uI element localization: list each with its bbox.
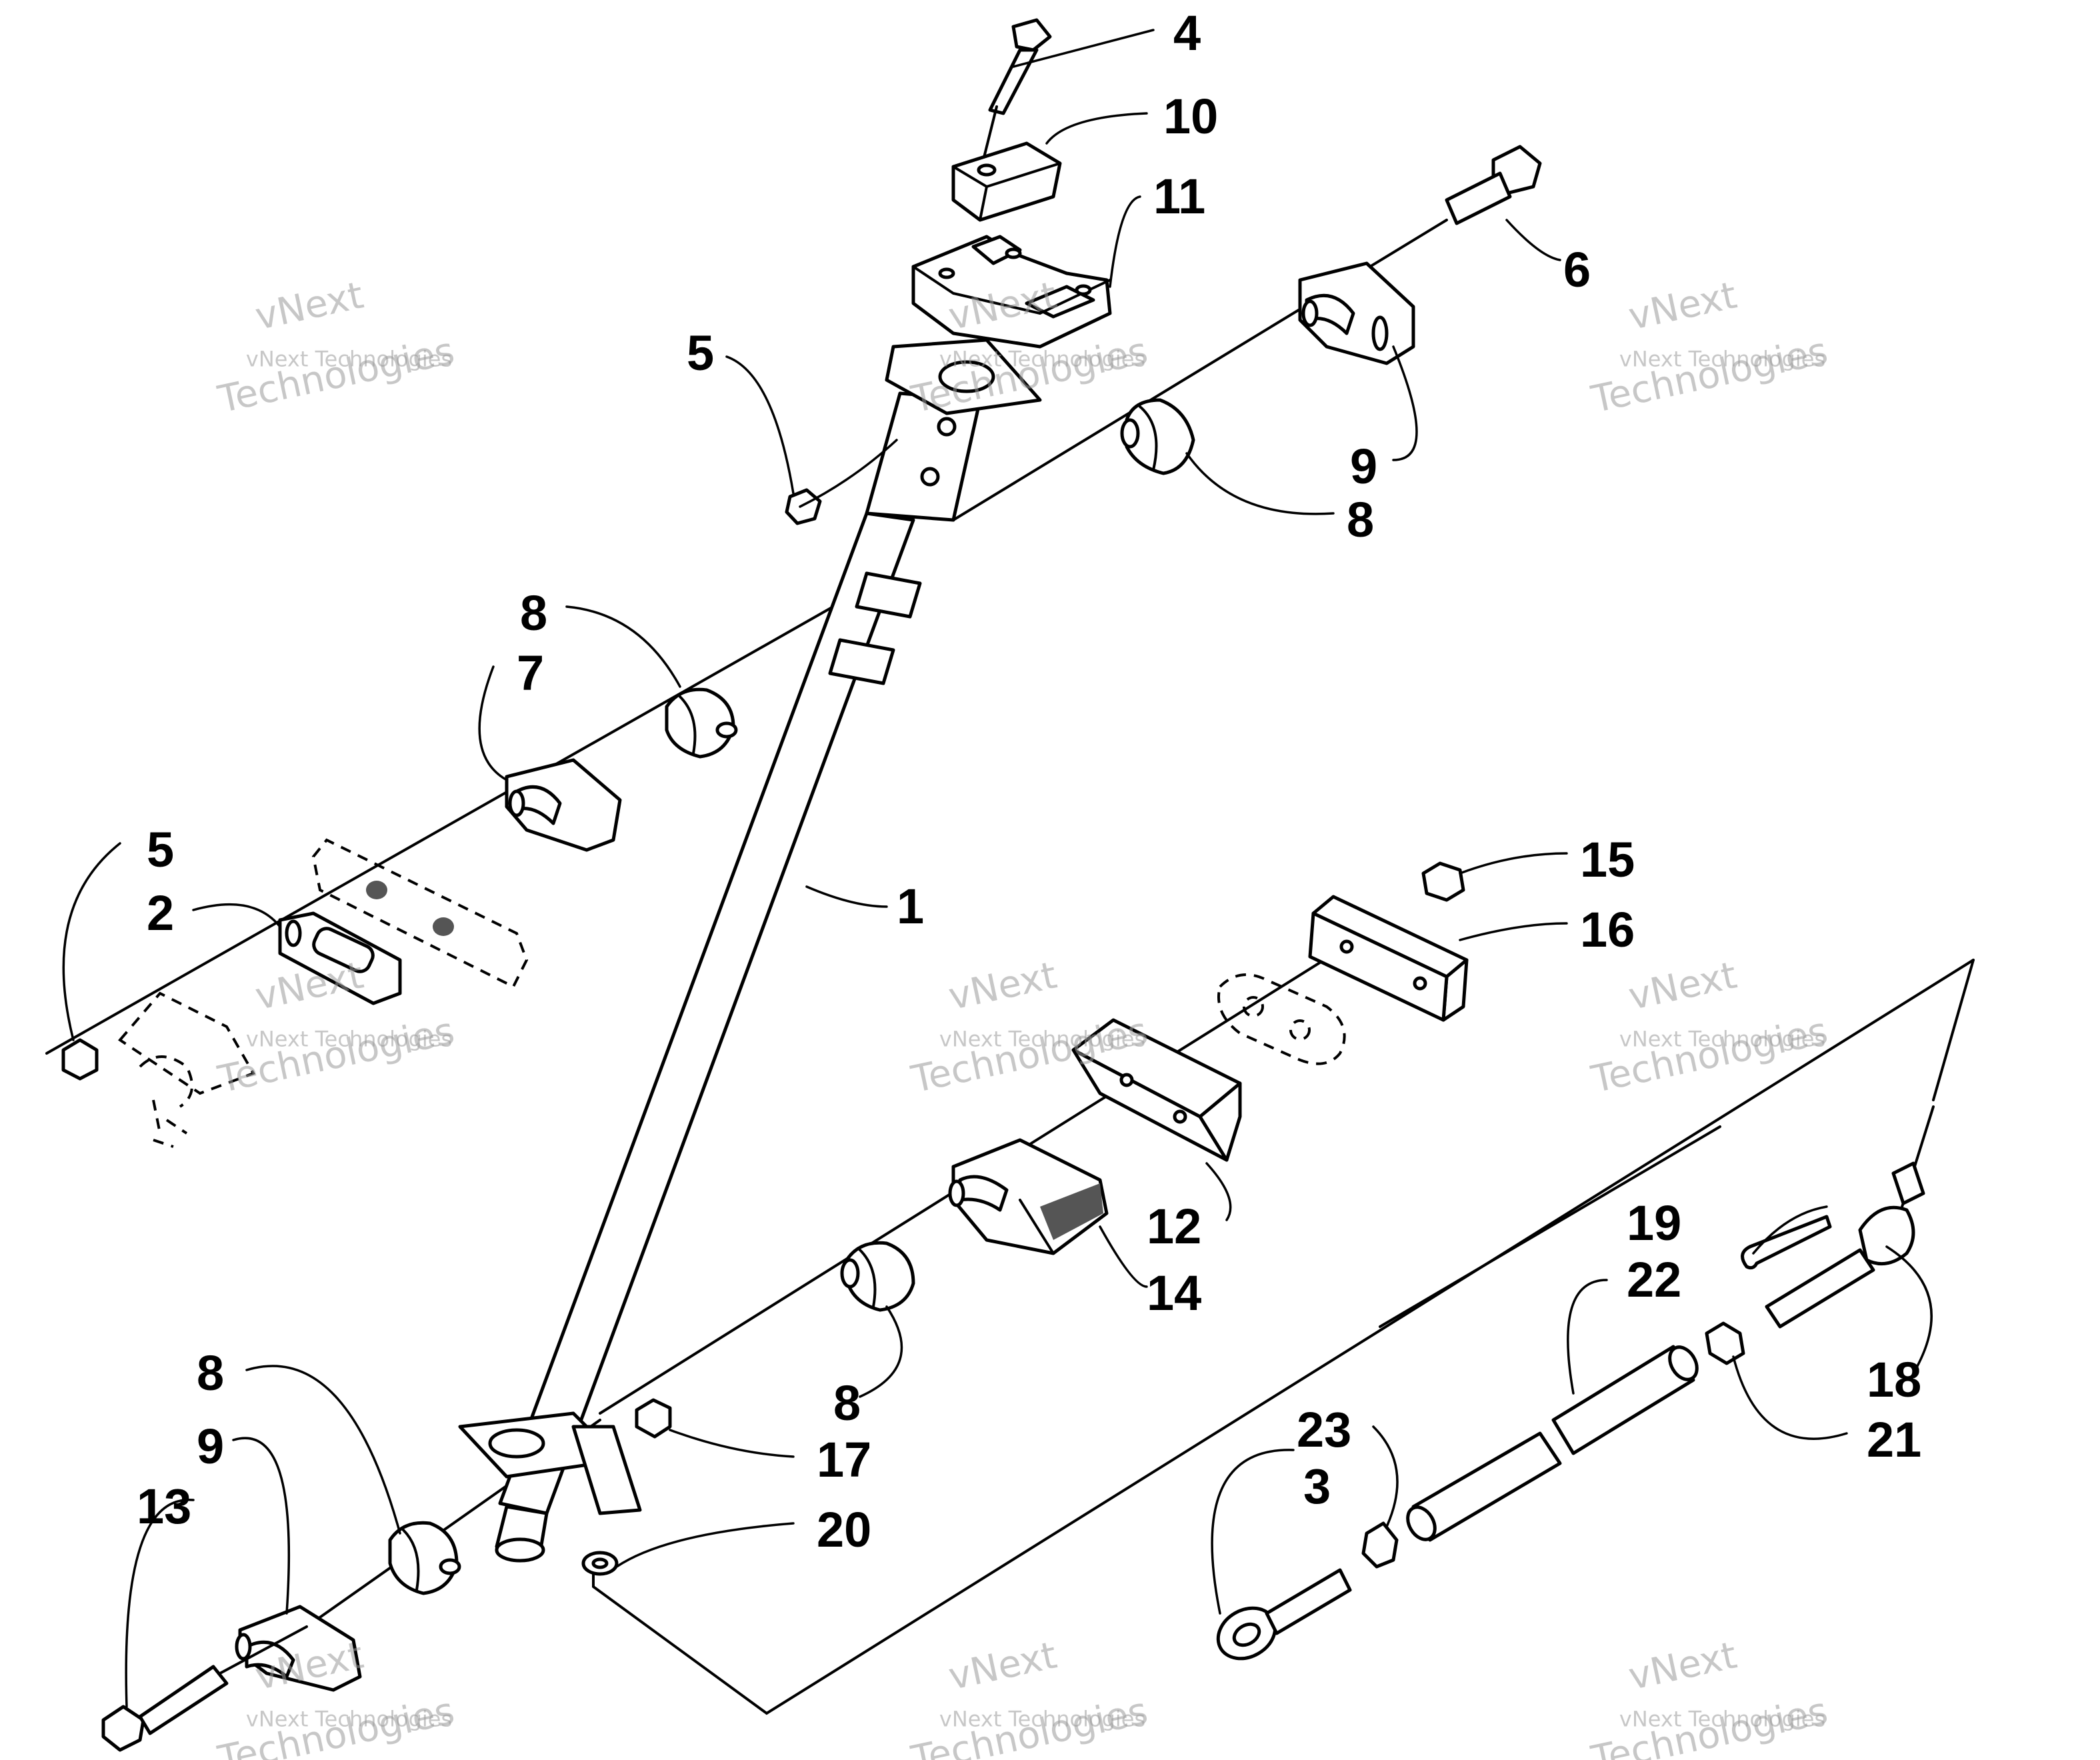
svg-text:vNext: vNext [251, 274, 367, 339]
callout-17: 17 [817, 1432, 871, 1487]
callout-5-top: 5 [687, 325, 714, 381]
callout-2: 2 [147, 885, 174, 941]
callout-13: 13 [137, 1479, 191, 1534]
callout-14: 14 [1147, 1265, 1201, 1321]
callout-7: 7 [517, 645, 544, 701]
clamp-bracket [911, 235, 1112, 349]
nut-left [61, 1038, 99, 1081]
svg-text:vNext: vNext [945, 954, 1061, 1019]
svg-text:Technologies: Technologies [214, 1009, 458, 1102]
callout-15: 15 [1580, 832, 1635, 887]
svg-text:vNext Technologies: vNext Technologies [246, 347, 452, 372]
clamp-half-upper-right [1298, 261, 1415, 365]
clamp-block-lower [948, 1138, 1109, 1255]
svg-text:Technologies: Technologies [214, 329, 458, 422]
bracket-plate [278, 911, 402, 1005]
bushing-upper-right [1120, 398, 1195, 475]
svg-text:vNext Technologies: vNext Technologies [1619, 1027, 1825, 1052]
nut-flange [635, 1398, 672, 1439]
steering-post [458, 338, 1042, 1563]
callout-numbers: 4 10 11 6 5 9 8 8 7 5 2 1 15 16 12 14 19… [137, 5, 1921, 1557]
leader-lines [62, 29, 1933, 1708]
svg-text:vNext: vNext [1625, 954, 1741, 1019]
bolt-top [979, 18, 1052, 175]
watermark-9: vNext vNext Technologies Technologies [1587, 1634, 1831, 1760]
clamp-block-top [951, 141, 1062, 222]
plate-small [1308, 895, 1469, 1022]
svg-text:vNext Technologies: vNext Technologies [939, 347, 1145, 372]
svg-text:vNext: vNext [945, 1634, 1061, 1699]
svg-text:vNext Technologies: vNext Technologies [246, 1707, 452, 1732]
tie-rod-assembly [1216, 1161, 1925, 1661]
callout-12: 12 [1147, 1199, 1201, 1254]
svg-text:vNext Technologies: vNext Technologies [939, 1707, 1145, 1732]
svg-text:vNext Technologies: vNext Technologies [246, 1027, 452, 1052]
watermark-6: vNext vNext Technologies Technologies [1587, 954, 1831, 1102]
watermark-1: vNext vNext Technologies Technologies [214, 274, 458, 422]
bushing-lower-left [388, 1521, 461, 1595]
bushing-mid-left [665, 687, 738, 759]
bushing-lower-mid [840, 1241, 915, 1312]
callout-8-mid-left: 8 [520, 585, 547, 641]
callout-3: 3 [1303, 1459, 1331, 1514]
svg-text:vNext: vNext [1625, 1634, 1741, 1699]
callout-16: 16 [1580, 902, 1635, 957]
callout-8-lower-mid: 8 [833, 1375, 861, 1431]
callout-18: 18 [1867, 1352, 1921, 1407]
callout-19: 19 [1627, 1195, 1681, 1251]
callout-1: 1 [897, 879, 924, 934]
nut-right [1421, 861, 1465, 902]
watermark-3: vNext vNext Technologies Technologies [1587, 274, 1831, 422]
svg-text:vNext Technologies: vNext Technologies [939, 1027, 1145, 1052]
callout-10: 10 [1163, 89, 1218, 144]
clamp-half-left [505, 758, 622, 852]
svg-text:vNext: vNext [251, 954, 367, 1019]
frame-tube-dashed [311, 838, 529, 989]
svg-text:vNext: vNext [1625, 274, 1741, 339]
svg-text:Technologies: Technologies [1587, 329, 1831, 422]
bolt-right [1445, 145, 1542, 225]
nut-top [785, 439, 898, 525]
callout-11: 11 [1153, 169, 1205, 224]
washer [581, 1551, 619, 1576]
clamp-half-lower-left [235, 1605, 362, 1692]
watermark-4: vNext vNext Technologies Technologies [214, 954, 458, 1102]
callout-4: 4 [1173, 5, 1201, 61]
watermark-8: vNext vNext Technologies Technologies [907, 1634, 1151, 1760]
svg-text:Technologies: Technologies [1587, 1009, 1831, 1102]
svg-text:vNext Technologies: vNext Technologies [1619, 347, 1825, 372]
callout-9-top: 9 [1350, 439, 1377, 494]
callout-23: 23 [1297, 1402, 1351, 1457]
callout-22: 22 [1627, 1252, 1681, 1307]
callout-20: 20 [817, 1502, 871, 1557]
callout-8-upper-right: 8 [1347, 492, 1374, 547]
callout-8-lower-left: 8 [197, 1345, 224, 1401]
svg-text:vNext Technologies: vNext Technologies [1619, 1707, 1825, 1732]
callout-6: 6 [1563, 242, 1591, 297]
callout-5-left: 5 [147, 822, 174, 877]
callout-9-lower-left: 9 [197, 1419, 224, 1474]
bolt-lower [101, 1625, 308, 1752]
callout-21: 21 [1867, 1412, 1921, 1467]
plate-large [1071, 1018, 1242, 1162]
shim-dashed [1217, 973, 1346, 1065]
mounting-bracket-dashed [118, 991, 255, 1148]
